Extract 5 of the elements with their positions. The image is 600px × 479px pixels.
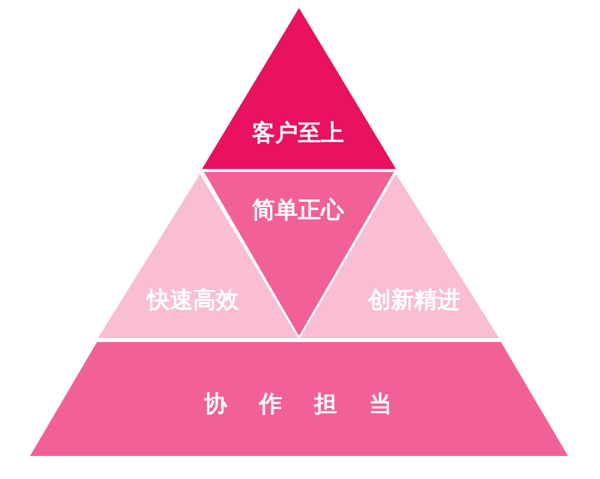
segment-label: 协 作 担 当 — [204, 392, 392, 418]
segment-label: 简单正心 — [252, 198, 344, 224]
segment-label: 创新精进 — [368, 288, 460, 314]
segment-label: 快速高效 — [147, 288, 239, 314]
segment-label: 客户至上 — [252, 121, 344, 147]
